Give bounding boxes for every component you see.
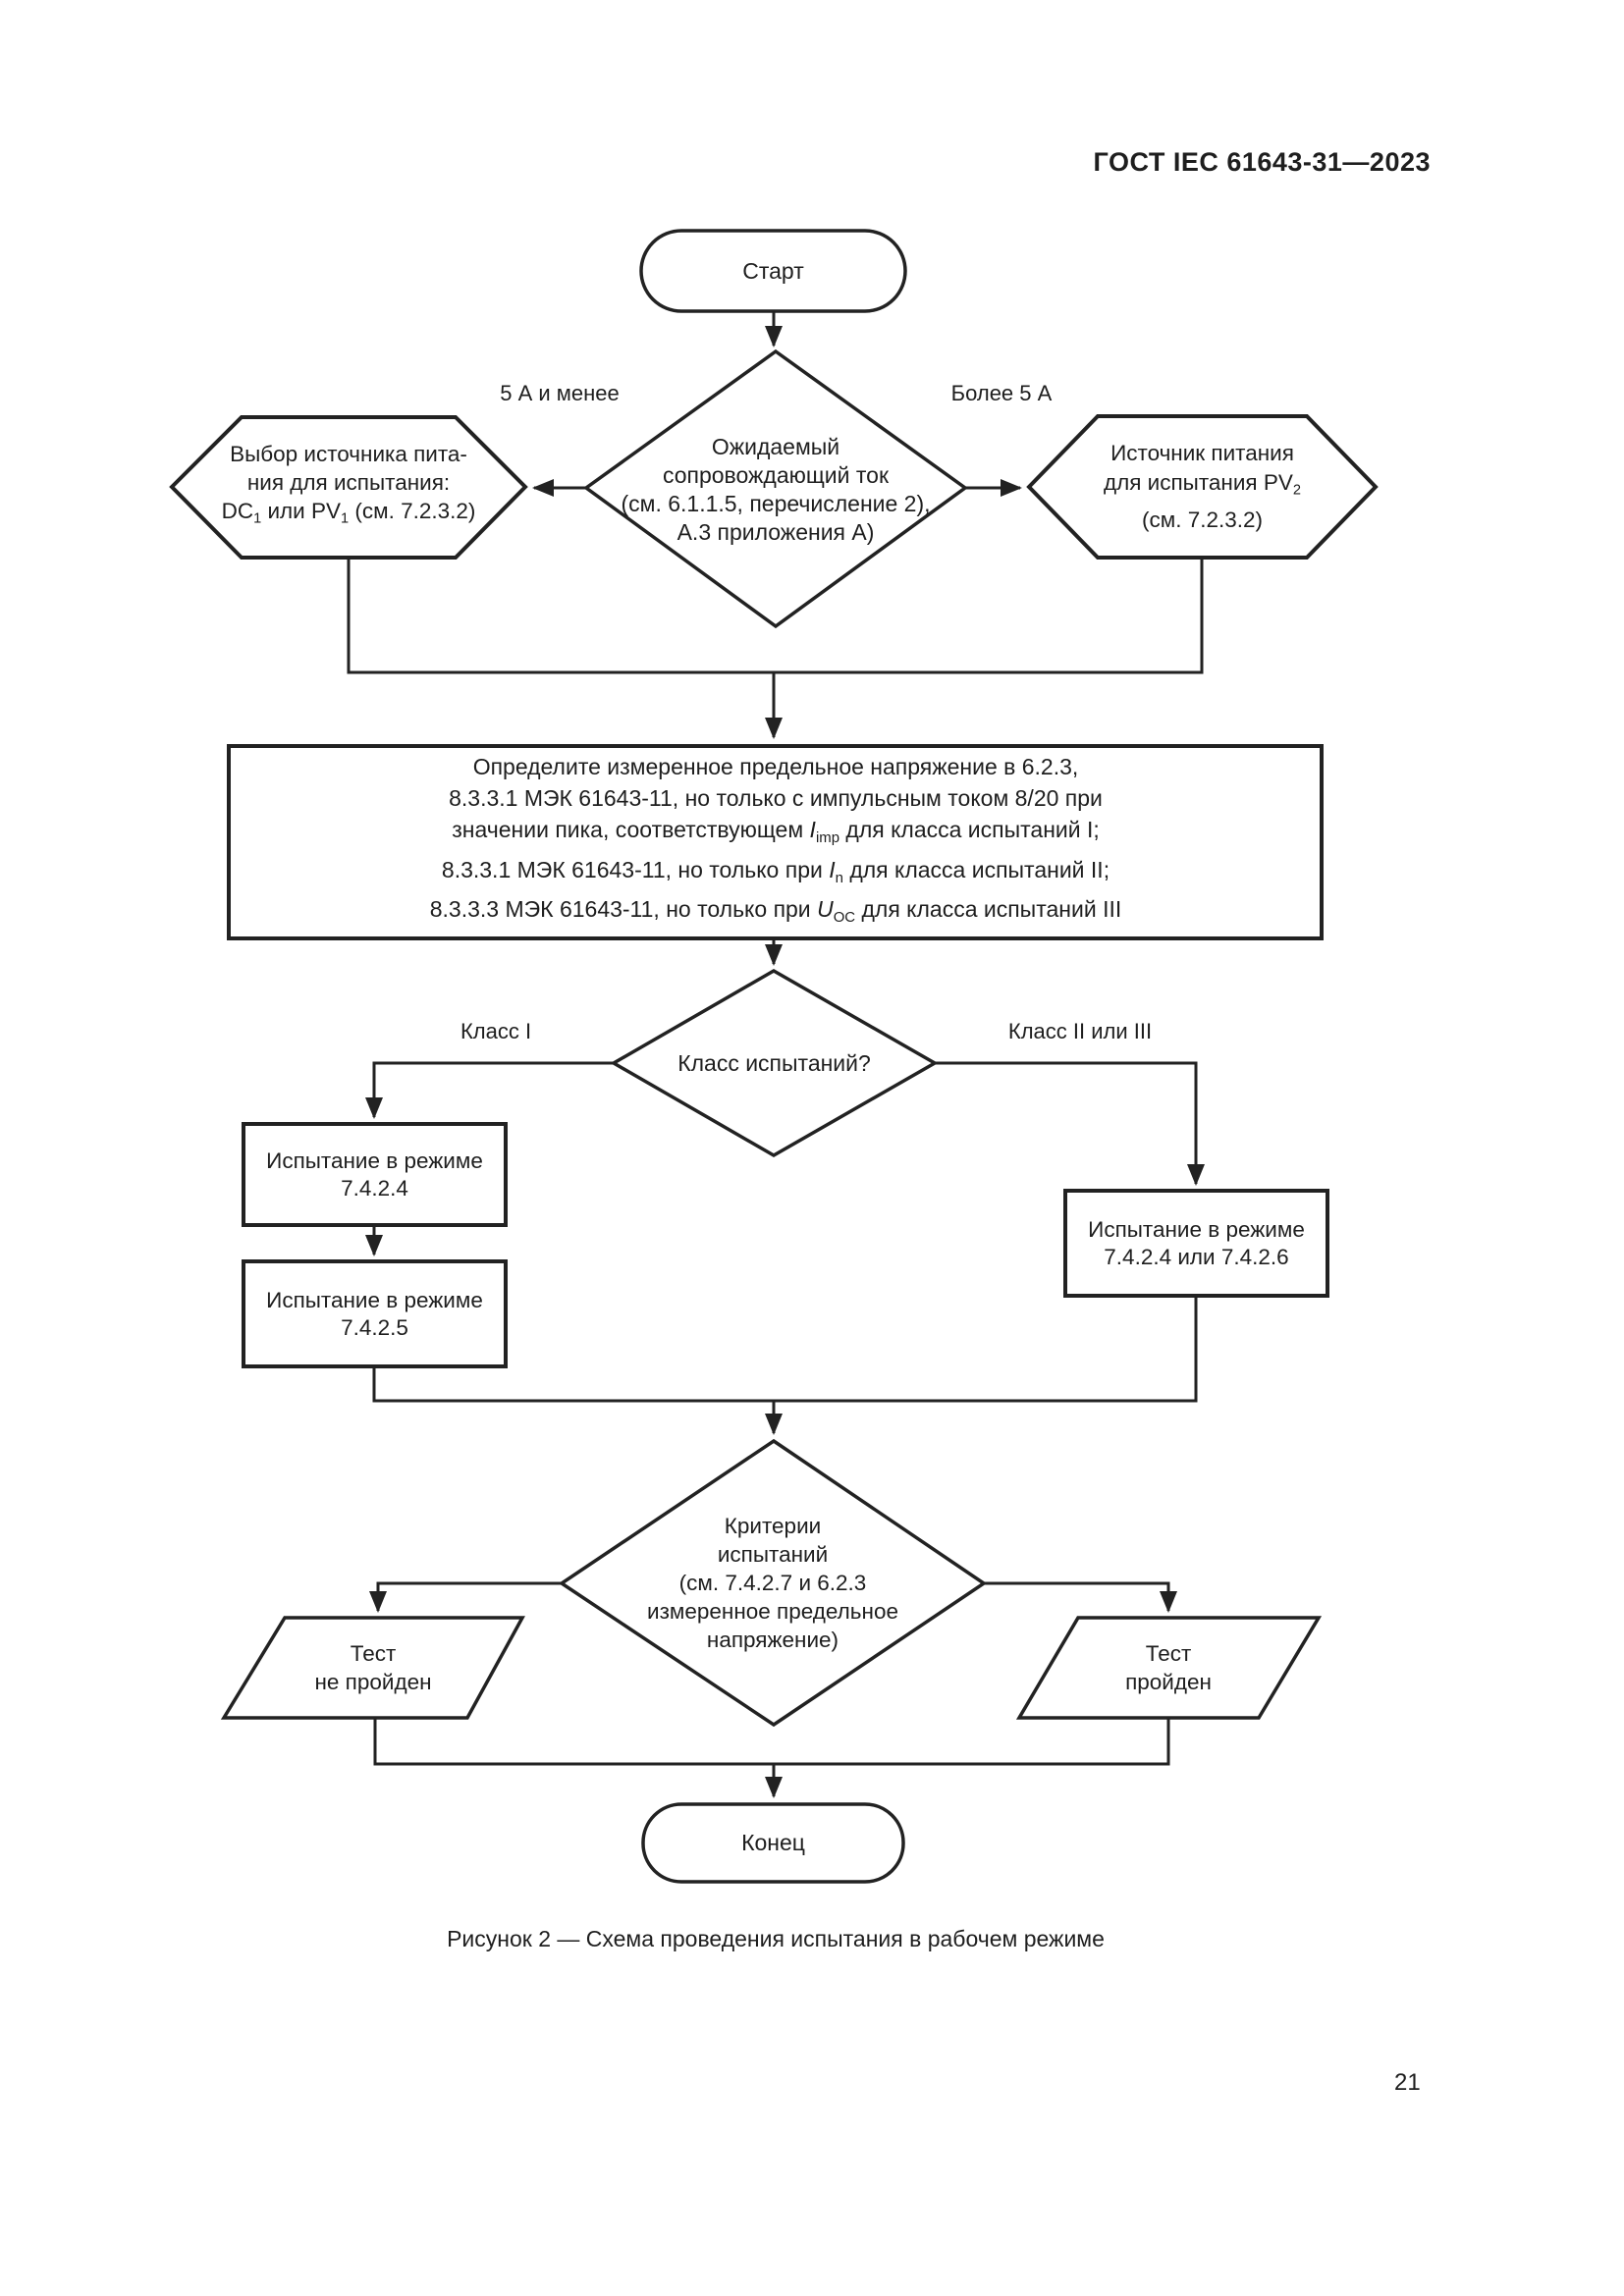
test-7424-label: Испытание в режиме 7.4.2.4 xyxy=(244,1124,506,1225)
end-label: Конец xyxy=(741,1830,805,1855)
left-hexagon-shape xyxy=(169,415,528,560)
start-label: Старт xyxy=(742,257,804,284)
connector-class23-branch xyxy=(935,1061,1205,1186)
process-line: 7.4.2.5 xyxy=(341,1314,408,1340)
pass-output-shape xyxy=(1015,1616,1323,1720)
hexagon-line: для испытания PV2 xyxy=(1103,470,1302,499)
output-line: Тест xyxy=(350,1641,397,1666)
test-7424-7426-label: Испытание в режиме 7.4.2.4 или 7.4.2.6 xyxy=(1065,1191,1327,1296)
hexagon-line: Источник питания xyxy=(1110,441,1294,466)
pass-output-label: Тест пройден xyxy=(1039,1618,1298,1718)
hexagon-line: Выбор источника пита- xyxy=(230,442,467,467)
branch-label-more-than-5a: Более 5 А xyxy=(950,381,1053,405)
process-line: 8.3.3.3 МЭК 61643-11, но только при UOC … xyxy=(429,896,1122,927)
class-decision-shape xyxy=(610,968,939,1158)
output-line: не пройден xyxy=(314,1670,432,1694)
decision-line: Критерии xyxy=(724,1514,822,1538)
left-hexagon-label: Выбор источника пита- ния для испытания:… xyxy=(177,416,520,558)
process-line: 7.4.2.4 или 7.4.2.6 xyxy=(1104,1244,1289,1269)
hexagon-line: (см. 7.2.3.2) xyxy=(1141,507,1263,532)
process-line: Испытание в режиме xyxy=(1088,1216,1305,1242)
process-line: Определите измеренное предельное напряже… xyxy=(472,753,1079,779)
process-line: 8.3.3.1 МЭК 61643-11, но только при In д… xyxy=(441,856,1110,886)
criteria-decision-shape xyxy=(558,1438,988,1728)
decision-line: напряжение) xyxy=(706,1628,839,1652)
branch-label-5a-or-less: 5 А и менее xyxy=(500,381,620,405)
connector-tests-merge xyxy=(372,1296,1198,1403)
measure-process-label: Определите измеренное предельное напряже… xyxy=(234,748,1318,936)
test-7424-7426-shape xyxy=(1063,1189,1329,1298)
process-line: Испытание в режиме xyxy=(266,1148,483,1173)
fail-output-shape xyxy=(220,1616,525,1720)
hexagon-line: ния для испытания: xyxy=(246,470,451,496)
current-decision-label: Ожидаемый сопровождающий ток (см. 6.1.1.… xyxy=(584,363,967,616)
hexagon-line: DC1 или PV1 (см. 7.2.3.2) xyxy=(221,499,476,527)
end-terminator-shape xyxy=(641,1802,905,1884)
criteria-decision-label: Критерии испытаний (см. 7.4.2.7 и 6.2.3 … xyxy=(562,1441,984,1725)
process-line: значении пика, соответствующем Iimp для … xyxy=(452,816,1100,846)
page-header: ГОСТ IEC 61643-31—2023 xyxy=(1093,147,1431,177)
current-decision-shape xyxy=(583,348,968,629)
decision-line: (см. 7.4.2.7 и 6.2.3 xyxy=(678,1571,867,1595)
decision-line: Ожидаемый xyxy=(711,434,840,459)
class-decision-label: Класс испытаний? xyxy=(677,1049,871,1076)
output-line: Тест xyxy=(1145,1641,1192,1666)
decision-line: испытаний xyxy=(717,1542,829,1567)
connector-class1-branch xyxy=(365,1061,614,1119)
connector-criteria-to-pass xyxy=(984,1581,1177,1613)
figure-caption: Рисунок 2 — Схема проведения испытания в… xyxy=(447,1926,1105,1951)
decision-line: измеренное предельное xyxy=(647,1599,898,1624)
process-line: 7.4.2.4 xyxy=(341,1175,408,1201)
test-7425-label: Испытание в режиме 7.4.2.5 xyxy=(244,1261,506,1366)
page-number: 21 xyxy=(1394,2069,1421,2096)
test-7425-shape xyxy=(242,1259,508,1368)
right-hexagon-shape xyxy=(1026,414,1379,560)
process-line: 8.3.3.1 МЭК 61643-11, но только с импуль… xyxy=(449,784,1103,811)
process-line: Испытание в режиме xyxy=(266,1287,483,1312)
decision-line: (см. 6.1.1.5, перечисление 2), xyxy=(621,491,931,516)
output-line: пройден xyxy=(1125,1670,1212,1694)
measure-process-shape xyxy=(227,744,1324,940)
connector-outputs-merge xyxy=(373,1718,1170,1766)
connector-criteria-to-fail xyxy=(369,1581,562,1613)
right-hexagon-label: Источник питания для испытания PV2 (см. … xyxy=(1034,416,1371,558)
branch-label-class-2-3: Класс II или III xyxy=(1007,1019,1153,1043)
fail-output-label: Тест не пройден xyxy=(244,1618,503,1718)
branch-label-class-1: Класс I xyxy=(460,1019,532,1043)
start-terminator-shape xyxy=(639,229,907,313)
decision-line: сопровождающий ток xyxy=(662,462,890,488)
decision-line: А.3 приложения А) xyxy=(677,519,875,545)
test-7424-shape xyxy=(242,1122,508,1227)
